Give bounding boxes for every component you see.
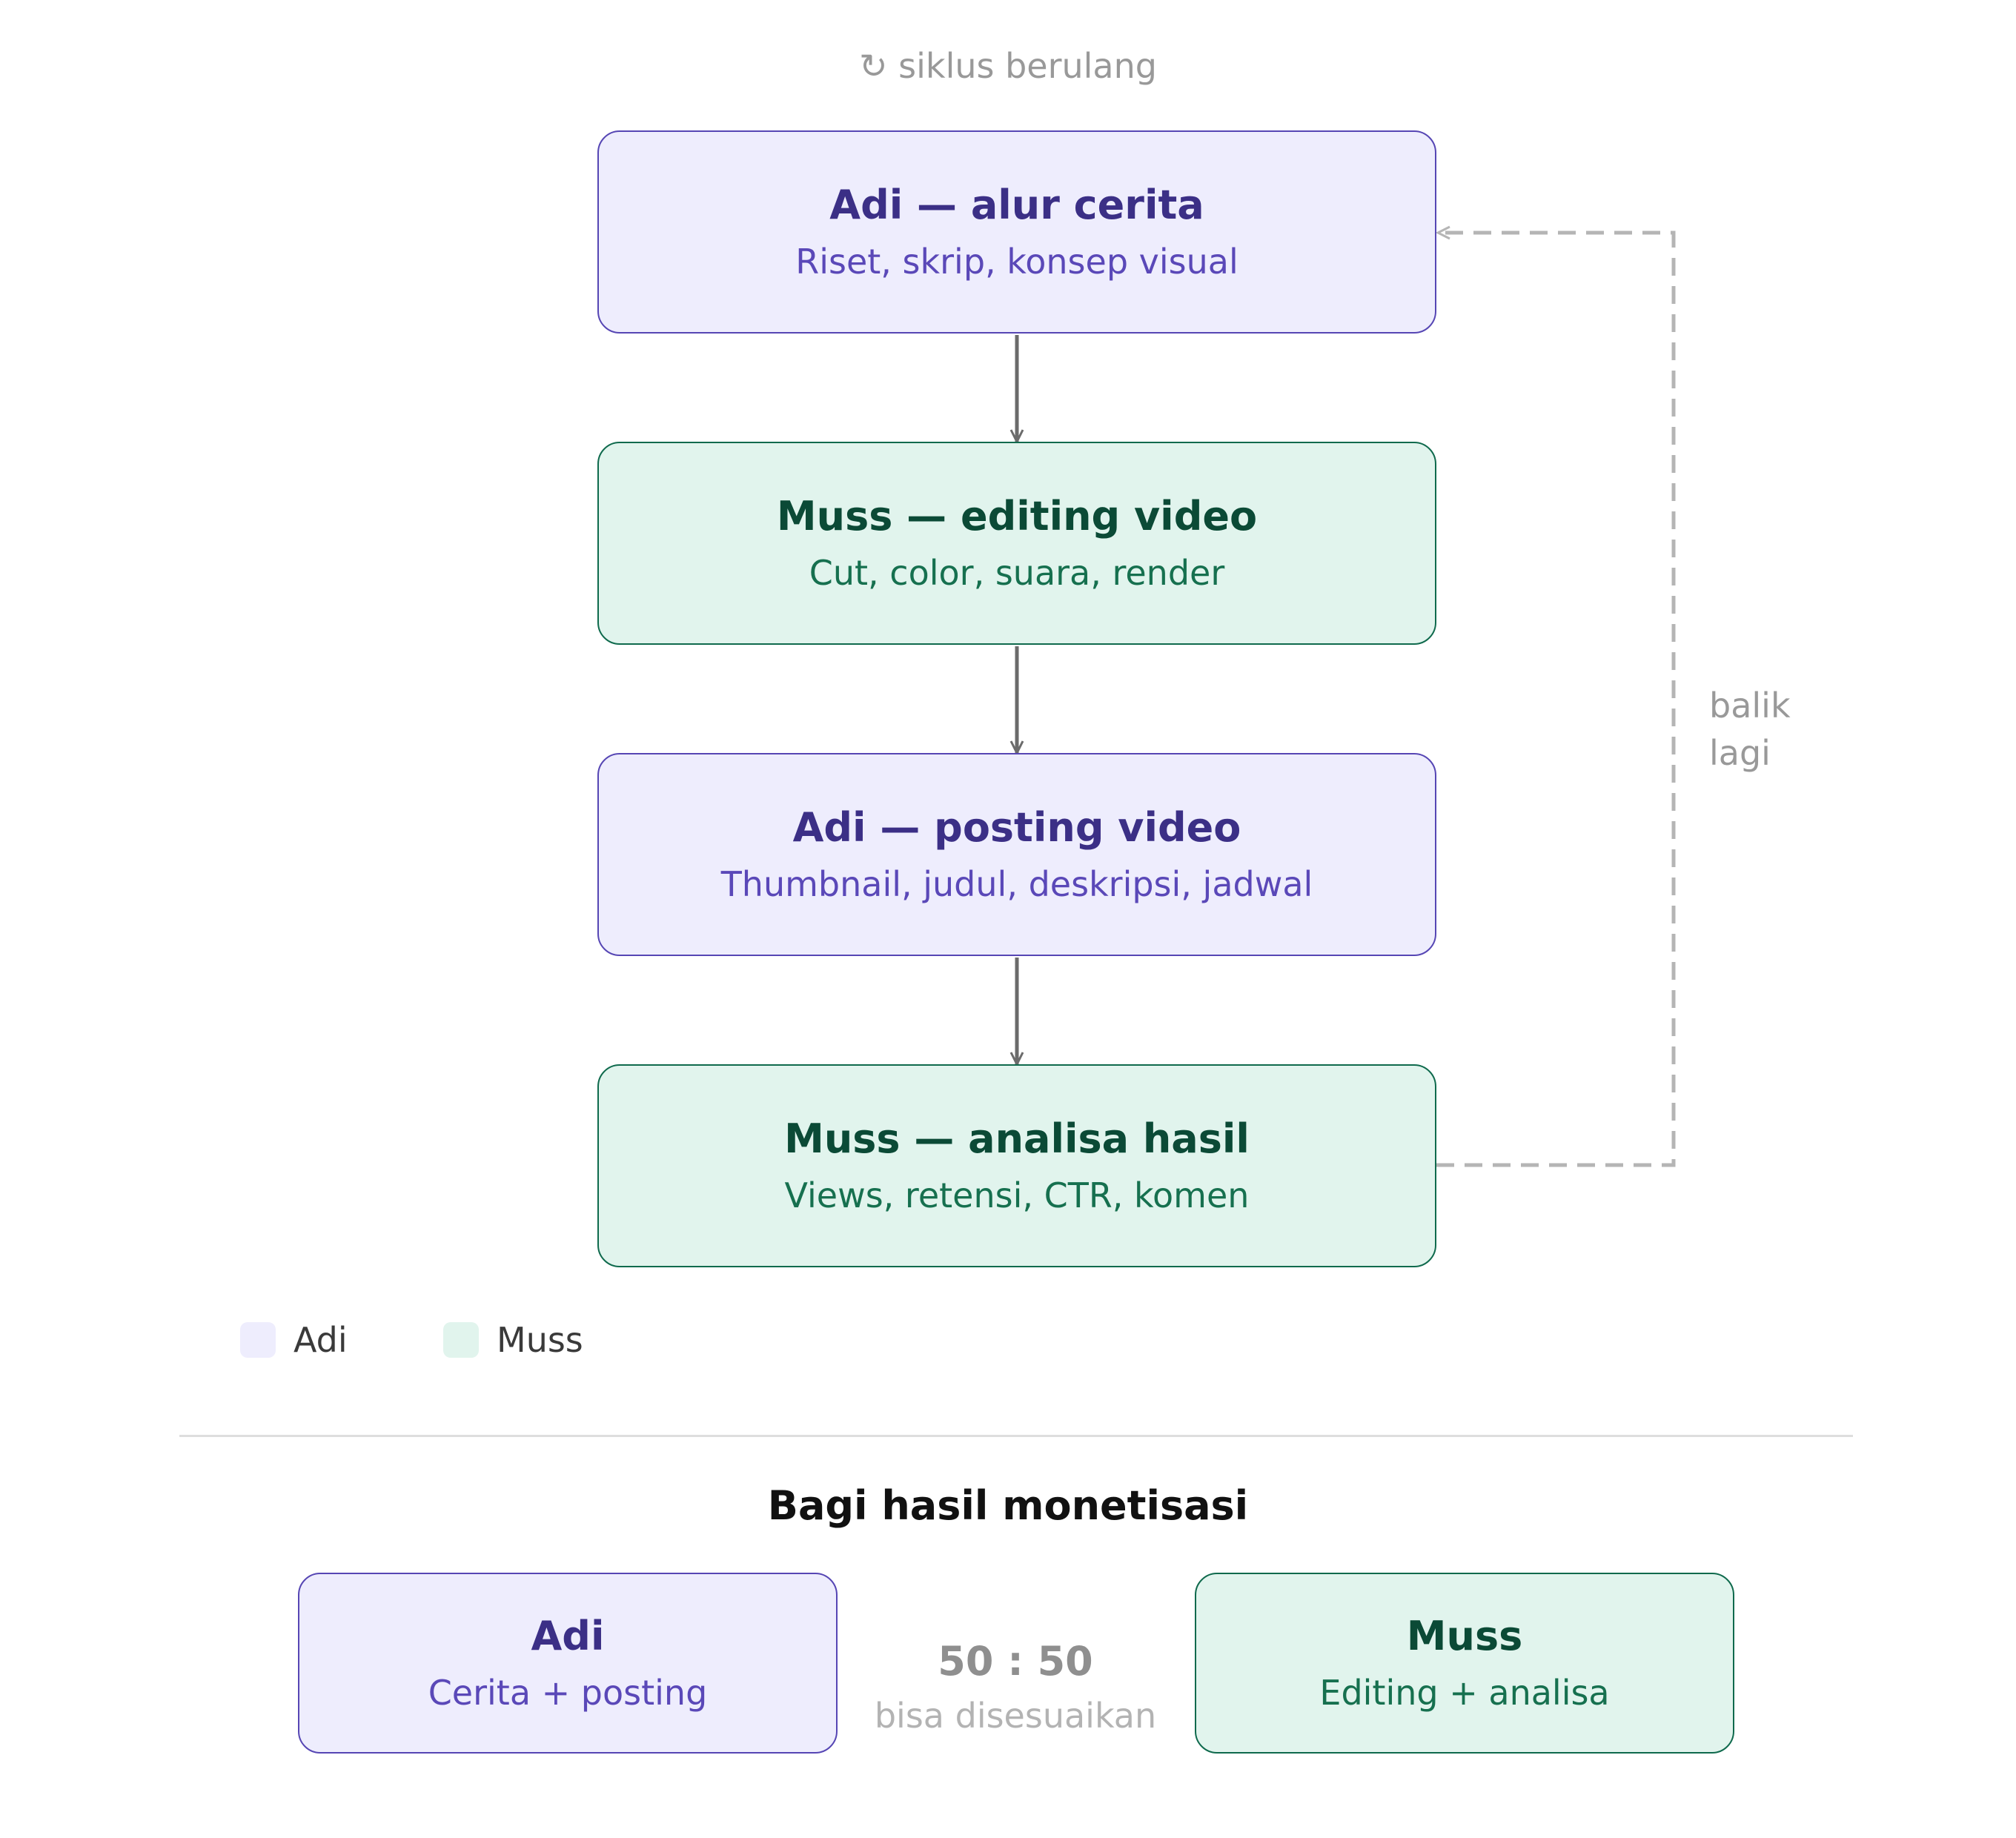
flow-step-title: Adi — posting video bbox=[792, 804, 1241, 851]
flow-step-analysis: Muss — analisa hasil Views, retensi, CTR… bbox=[597, 1064, 1436, 1267]
share-card-adi: Adi Cerita + posting bbox=[298, 1573, 838, 1754]
loop-back-arrow bbox=[1436, 233, 1676, 1167]
loop-label-line: lagi bbox=[1709, 733, 1771, 774]
share-card-role: Cerita + posting bbox=[428, 1673, 708, 1713]
legend-label: Muss bbox=[497, 1320, 583, 1360]
legend-swatch bbox=[240, 1322, 276, 1358]
share-card-name: Muss bbox=[1406, 1613, 1523, 1659]
loop-label: balik lagi bbox=[1709, 682, 1791, 777]
flow-step-title: Adi — alur cerita bbox=[829, 182, 1204, 228]
monetization-title: Bagi hasil monetisasi bbox=[767, 1482, 1249, 1529]
flow-step-subtitle: Thumbnail, judul, deskripsi, jadwal bbox=[720, 864, 1313, 905]
flow-step-subtitle: Cut, color, suara, render bbox=[809, 553, 1225, 594]
share-card-name: Adi bbox=[531, 1613, 605, 1659]
flow-step-subtitle: Views, retensi, CTR, komen bbox=[784, 1175, 1250, 1216]
split-ratio: 50 : 50 bbox=[938, 1638, 1093, 1685]
cycle-label: ↻ siklus berulang bbox=[859, 46, 1157, 86]
flow-step-title: Muss — analisa hasil bbox=[784, 1115, 1250, 1162]
flow-step-title: Muss — editing video bbox=[776, 493, 1258, 540]
loop-label-line: balik bbox=[1709, 686, 1791, 726]
flow-step-subtitle: Riset, skrip, konsep visual bbox=[795, 242, 1239, 282]
legend-swatch bbox=[443, 1322, 479, 1358]
flow-step-editing: Muss — editing video Cut, color, suara, … bbox=[597, 442, 1436, 645]
legend-item-adi: Adi bbox=[240, 1318, 348, 1362]
section-divider bbox=[179, 1435, 1853, 1437]
share-card-muss: Muss Editing + analisa bbox=[1195, 1573, 1734, 1754]
share-card-role: Editing + analisa bbox=[1319, 1673, 1610, 1713]
split-ratio-note: bisa disesuaikan bbox=[874, 1696, 1157, 1736]
flow-step-posting: Adi — posting video Thumbnail, judul, de… bbox=[597, 753, 1436, 956]
legend-label: Adi bbox=[294, 1320, 348, 1360]
flow-step-story: Adi — alur cerita Riset, skrip, konsep v… bbox=[597, 130, 1436, 334]
legend-item-muss: Muss bbox=[443, 1318, 583, 1362]
